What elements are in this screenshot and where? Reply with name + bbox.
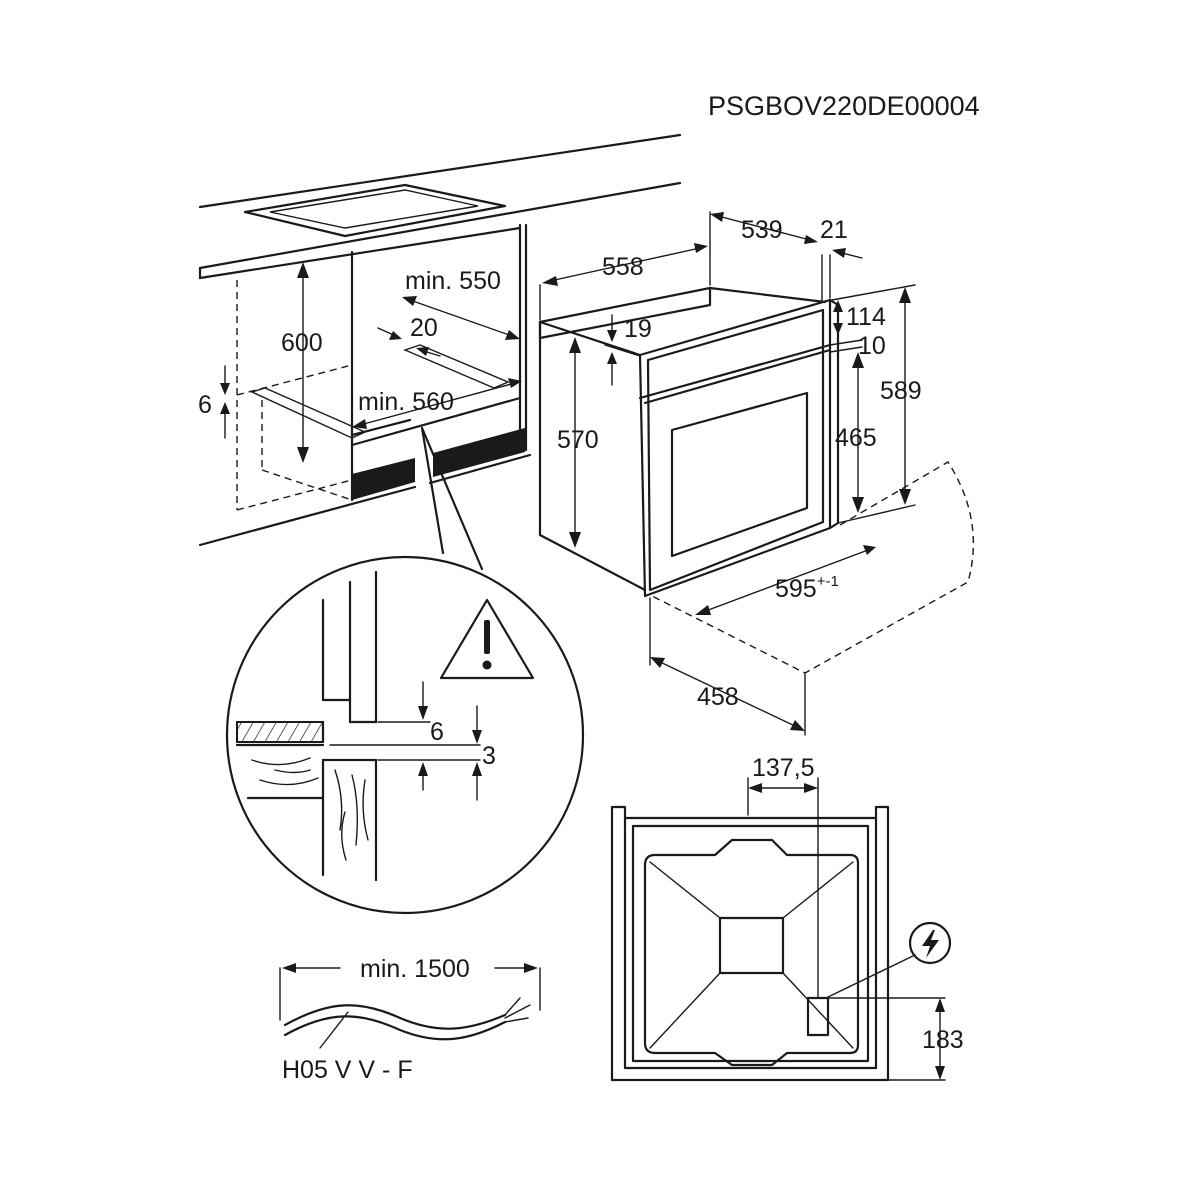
rear-view-drawing: 137,5 183 <box>610 754 964 1082</box>
oven-dimensions: 558 539 21 19 114 10 570 465 589 595+-1 … <box>539 211 922 736</box>
rear-vertical-offset-label: 183 <box>922 1026 964 1054</box>
detail-magnifier: 6 3 <box>225 426 585 915</box>
cabinet-dimensions: 600 6 min. 550 20 min. 560 <box>198 262 522 463</box>
oven-depth-body-label: 539 <box>741 216 783 244</box>
cable-length-label: min. 1500 <box>360 955 470 983</box>
cabinet-offset-label: 20 <box>410 314 438 342</box>
oven-side-depth-label: 458 <box>697 683 739 711</box>
warning-icon <box>439 598 535 680</box>
rear-horizontal-offset-label: 137,5 <box>752 754 815 782</box>
oven-depth-total-label: 558 <box>602 253 644 281</box>
oven-top-panel-label: 19 <box>624 315 652 343</box>
oven-width-label: 595+-1 <box>775 573 839 603</box>
oven-total-height-label: 589 <box>880 377 922 405</box>
detail-gap-upper-label: 6 <box>430 718 444 746</box>
detail-gap-lower-label: 3 <box>482 742 496 770</box>
oven-front-offset-label: 10 <box>858 332 886 360</box>
cabinet-gap-label: 6 <box>198 391 212 419</box>
oven-door-height-label: 465 <box>835 424 877 452</box>
oven-width-value: 595 <box>775 575 817 603</box>
cable-drawing: min. 1500 H05 V V - F <box>279 955 541 1084</box>
cabinet-depth-label: min. 550 <box>405 267 501 295</box>
cable-type-label: H05 V V - F <box>282 1056 413 1084</box>
oven-width-tolerance: +-1 <box>817 573 839 590</box>
cabinet-width-label: min. 560 <box>358 388 454 416</box>
cabinet-drawing <box>198 133 682 547</box>
cabinet-height-label: 600 <box>281 329 323 357</box>
oven-body-height-label: 570 <box>557 426 599 454</box>
oven-front-height-label: 114 <box>846 303 886 331</box>
electric-connection-icon <box>827 921 952 998</box>
document-code: PSGBOV220DE00004 <box>708 91 980 121</box>
oven-drawing <box>538 286 975 674</box>
oven-front-thickness-label: 21 <box>820 216 848 244</box>
